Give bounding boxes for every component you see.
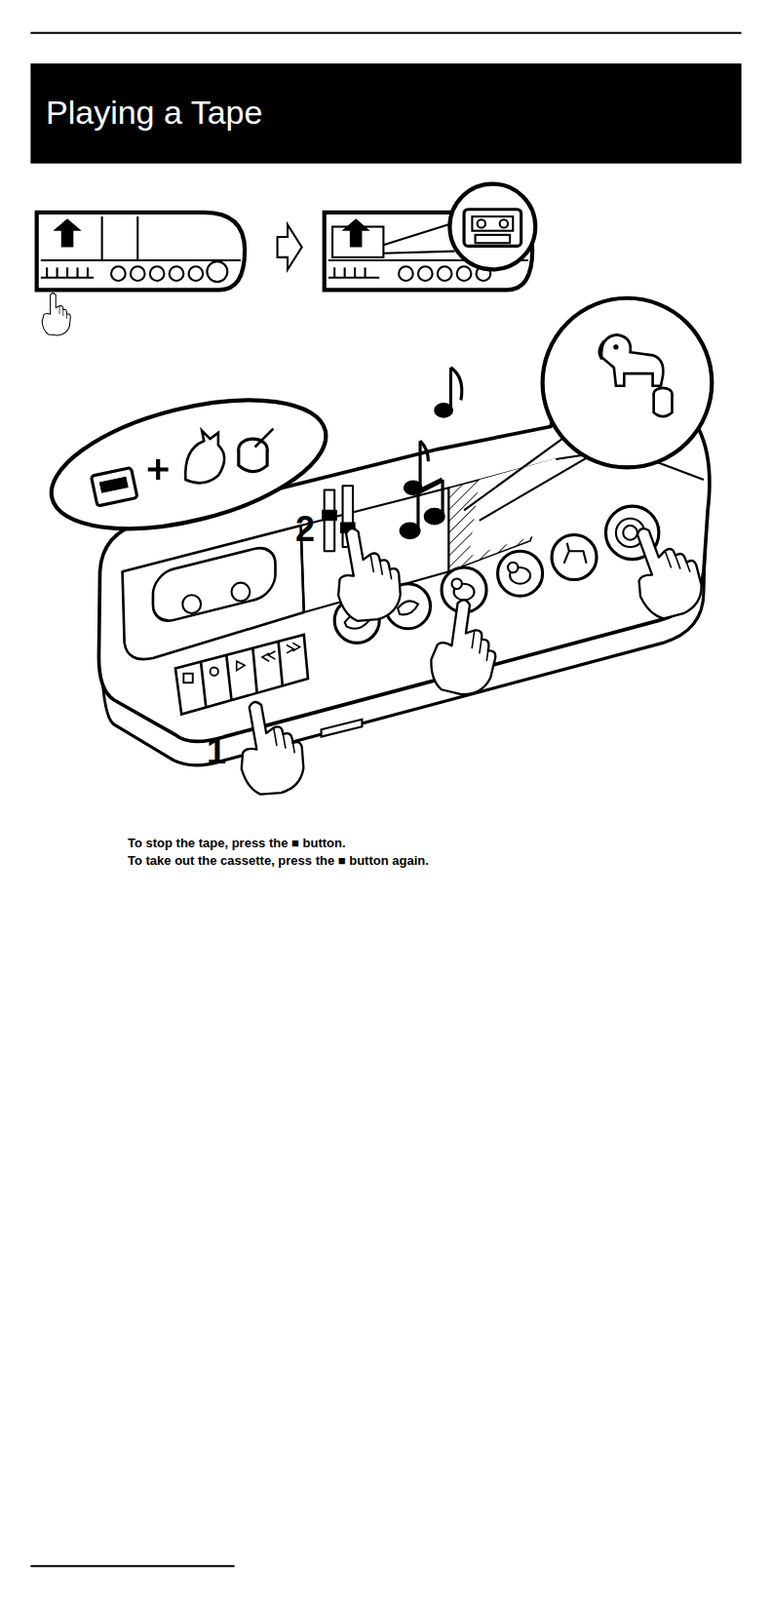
callout-number: 2 (295, 508, 315, 550)
hand (618, 515, 711, 626)
small-player-insert (324, 184, 537, 291)
small-player-open (37, 212, 245, 291)
top-rule (30, 32, 741, 35)
step-arrow (277, 224, 303, 270)
transport-keys (175, 634, 362, 737)
hand (41, 293, 71, 336)
cassette-plus-cat-callout (38, 376, 340, 554)
callout-number: 1 (206, 731, 227, 772)
music-notes (400, 367, 463, 539)
hand (426, 596, 503, 698)
leader-line (463, 428, 577, 511)
instruction-note: To stop the tape, press the ■ button. (127, 835, 347, 850)
hand (230, 694, 309, 799)
bottom-rule (30, 1564, 234, 1567)
hand (327, 521, 407, 625)
page-title: Playing a Tape (45, 93, 263, 132)
leader-line (479, 449, 603, 521)
instruction-note: To take out the cassette, press the ■ bu… (127, 852, 429, 868)
dog-drum-callout (542, 298, 713, 468)
title-band (30, 63, 741, 164)
